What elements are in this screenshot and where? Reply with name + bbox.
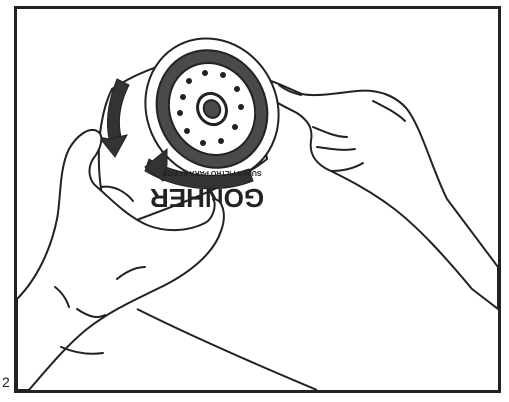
filter-label: GONHER SUPER FILTRO PARA ACEITE: [150, 169, 264, 213]
illustration-frame: GONHER SUPER FILTRO PARA ACEITE: [14, 6, 501, 393]
oil-filter-illustration: GONHER SUPER FILTRO PARA ACEITE: [17, 9, 498, 390]
right-hand: [256, 79, 498, 309]
sleeve-line: [137, 309, 317, 390]
filter-subtitle: SUPER FILTRO PARA ACEITE: [162, 169, 262, 176]
figure-number: 2: [2, 374, 10, 390]
brand-text: GONHER: [150, 183, 264, 213]
